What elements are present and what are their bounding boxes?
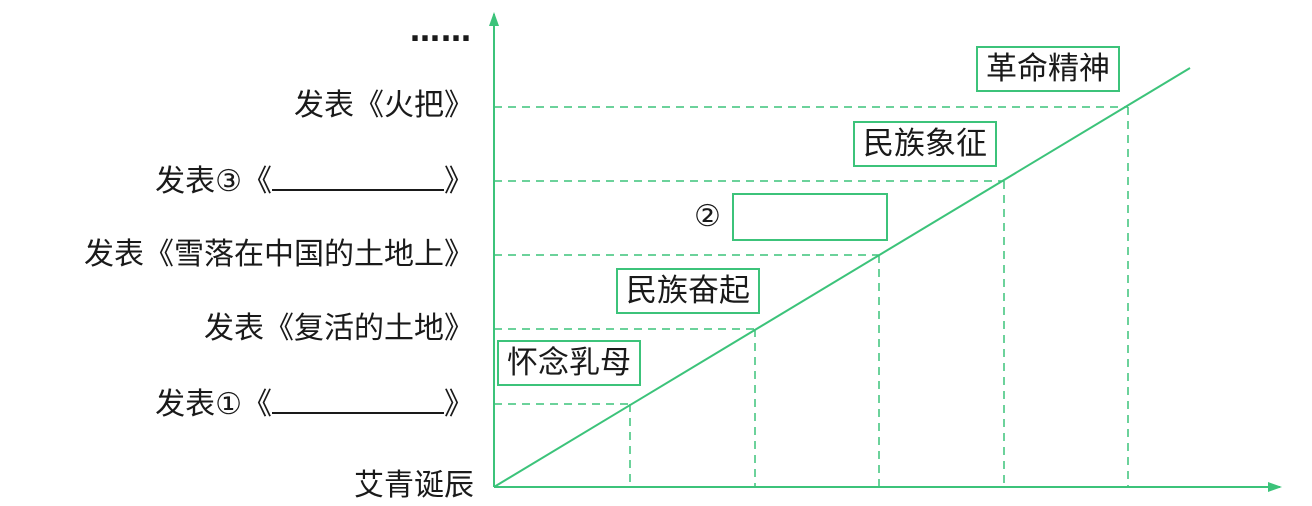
label-blank-1-prefix: 发表①《 (155, 387, 272, 422)
box-huainian-rumu: 怀念乳母 (497, 340, 641, 386)
label-birth: 艾青诞辰 (354, 468, 474, 503)
box-minzu-xiangzheng: 民族象征 (853, 121, 997, 167)
diagonal-line (493, 67, 1191, 488)
ellipsis-label: …… (410, 14, 472, 49)
blank-1-underline (272, 386, 444, 414)
box-geming-jingshen: 革命精神 (976, 46, 1120, 92)
label-blank-3-prefix: 发表③《 (155, 164, 272, 199)
blank-3-underline (272, 163, 444, 191)
label-blank-1: 发表①《 》 (155, 386, 474, 423)
label-xueluo: 发表《雪落在中国的土地上》 (84, 237, 474, 272)
label-fuhuo: 发表《复活的土地》 (204, 311, 474, 346)
label-huoba: 发表《火把》 (294, 88, 474, 123)
label-blank-1-suffix: 》 (444, 387, 474, 422)
box-minzu-fenqi: 民族奋起 (616, 268, 760, 314)
box-blank-2 (732, 193, 888, 241)
label-blank-3: 发表③《 》 (155, 163, 474, 200)
marker-2: ② (694, 199, 721, 234)
label-blank-3-suffix: 》 (444, 164, 474, 199)
